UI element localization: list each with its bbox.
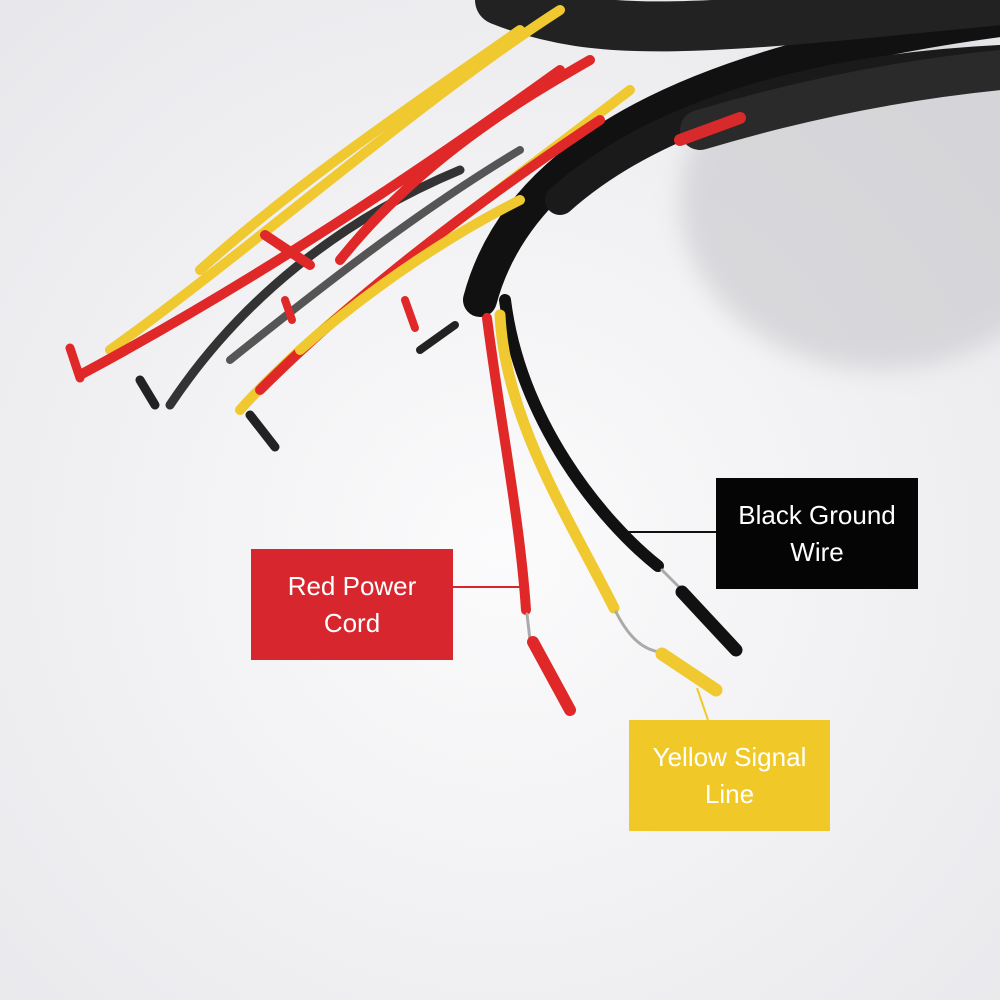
background-cables [65, 0, 1000, 452]
yellow-signal-line-label: Yellow Signal Line [629, 720, 830, 831]
leader-lines [453, 531, 716, 721]
labelled-wires [482, 294, 743, 716]
black-ground-wire-label: Black Ground Wire [716, 478, 918, 589]
red-power-cord-label: Red Power Cord [251, 549, 453, 660]
